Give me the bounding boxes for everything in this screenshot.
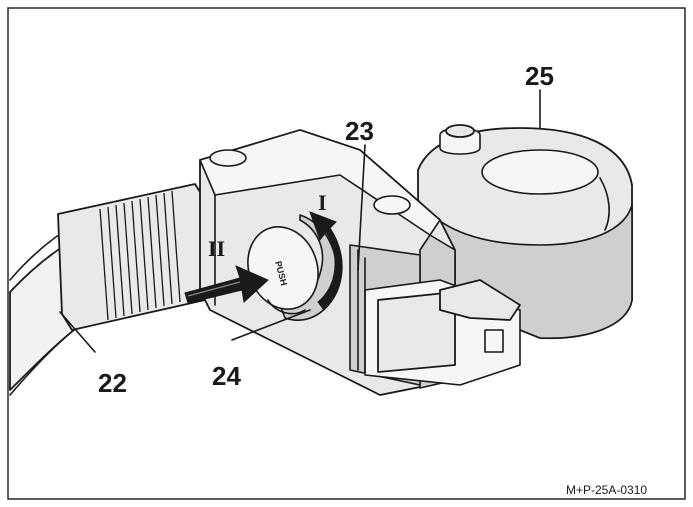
callout-23: 23 [345,116,374,146]
figure-border [7,7,686,500]
callout-24: 24 [212,361,241,391]
tongue-plate [57,183,206,331]
arrow-step-one [309,211,343,311]
step-two-label: II [208,236,225,261]
release-button: PUSH [247,214,338,321]
callout-25: 25 [525,61,554,91]
leader-lines [59,89,541,353]
arrow-step-two [184,265,269,304]
latch-mechanism [349,244,521,386]
reference-code: M+P-25A-0310 [566,483,647,497]
callout-22: 22 [98,368,127,398]
step-one-label: I [318,190,327,215]
